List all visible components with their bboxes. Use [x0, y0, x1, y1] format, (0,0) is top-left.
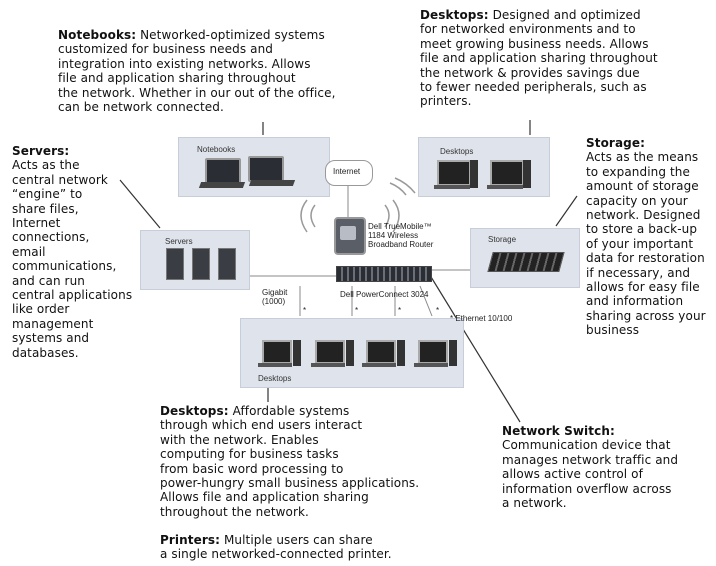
gigabit-label: Gigabit (1000) — [262, 288, 288, 306]
desktops-top-heading: Desktops: — [420, 8, 489, 22]
desktops-top-box-label: Desktops — [440, 147, 474, 156]
port-asterisk: * — [436, 306, 440, 315]
printers-heading: Printers: — [160, 533, 221, 547]
router-label: Dell TrueMobile™ 1184 Wireless Broadband… — [368, 222, 434, 249]
servers-body: Acts as the central network “engine” to … — [12, 158, 133, 360]
port-asterisk: * — [303, 306, 307, 315]
keyboard-icon — [414, 363, 448, 367]
tower-icon — [470, 160, 478, 188]
tower-icon — [449, 340, 457, 366]
notebooks-description: Notebooks: Networked-optimized systems c… — [58, 28, 388, 114]
keyboard-icon — [311, 363, 345, 367]
storage-array-icon — [487, 252, 565, 272]
monitor-icon — [418, 340, 448, 364]
switch-leader-line — [427, 271, 521, 423]
port-asterisk: * — [355, 306, 359, 315]
notebook-icon — [248, 156, 284, 182]
network-switch-icon — [336, 266, 432, 282]
storage-leader-line — [555, 195, 578, 227]
router-icon — [334, 217, 366, 255]
monitor-icon — [437, 160, 471, 186]
notebook-base-icon — [198, 182, 246, 188]
keyboard-icon — [258, 363, 292, 367]
storage-body: Acts as the means to expanding the amoun… — [586, 150, 706, 338]
notebook-base-icon — [248, 180, 296, 186]
notebook-icon — [205, 158, 241, 184]
monitor-icon — [315, 340, 345, 364]
notebooks-body: Networked-optimized systems customized f… — [58, 28, 336, 115]
desktops-bottom-body: Affordable systems through which end use… — [160, 404, 420, 519]
desktops-bottom-box-label: Desktops — [258, 374, 292, 383]
printers-description: Printers: Multiple users can share a sin… — [160, 533, 490, 562]
tower-icon — [293, 340, 301, 366]
desktop-link-4 — [419, 285, 433, 317]
desktops-bottom-description: Desktops: Affordable systems through whi… — [160, 404, 490, 519]
network-switch-body: Communication device that manages networ… — [502, 438, 679, 511]
servers-description: Servers:Acts as the central network “eng… — [12, 144, 152, 360]
storage-box-label: Storage — [488, 235, 517, 244]
printers-body: Multiple users can share a single networ… — [160, 533, 392, 562]
servers-heading: Servers: — [12, 144, 70, 158]
monitor-icon — [366, 340, 396, 364]
tower-icon — [346, 340, 354, 366]
port-asterisk: * — [398, 306, 402, 315]
storage-description: Storage:Acts as the means to expanding t… — [586, 136, 714, 338]
keyboard-icon — [434, 185, 470, 189]
storage-heading: Storage: — [586, 136, 645, 150]
server-icon — [166, 248, 184, 280]
desktops-top-body: Designed and optimized for networked env… — [420, 8, 658, 109]
tower-icon — [523, 160, 531, 188]
notebooks-box-label: Notebooks — [197, 145, 236, 154]
network-switch-heading: Network Switch: — [502, 424, 615, 438]
desktops-top-description: Desktops: Designed and optimized for net… — [420, 8, 710, 109]
internet-cloud-icon — [325, 160, 373, 186]
network-switch-description: Network Switch:Communication device that… — [502, 424, 712, 510]
keyboard-icon — [362, 363, 396, 367]
servers-leader-line — [119, 179, 161, 229]
server-icon — [192, 248, 210, 280]
router-panel — [340, 226, 356, 240]
server-icon — [218, 248, 236, 280]
monitor-icon — [490, 160, 524, 186]
desktops-bottom-heading: Desktops: — [160, 404, 229, 418]
keyboard-icon — [487, 185, 523, 189]
switch-label: Dell PowerConnect 3024 — [340, 290, 429, 299]
tower-icon — [397, 340, 405, 366]
notebooks-heading: Notebooks: — [58, 28, 137, 42]
internet-label: Internet — [333, 167, 361, 176]
monitor-icon — [262, 340, 292, 364]
ethernet-label: * Ethernet 10/100 — [450, 314, 513, 323]
servers-box-label: Servers — [165, 237, 193, 246]
